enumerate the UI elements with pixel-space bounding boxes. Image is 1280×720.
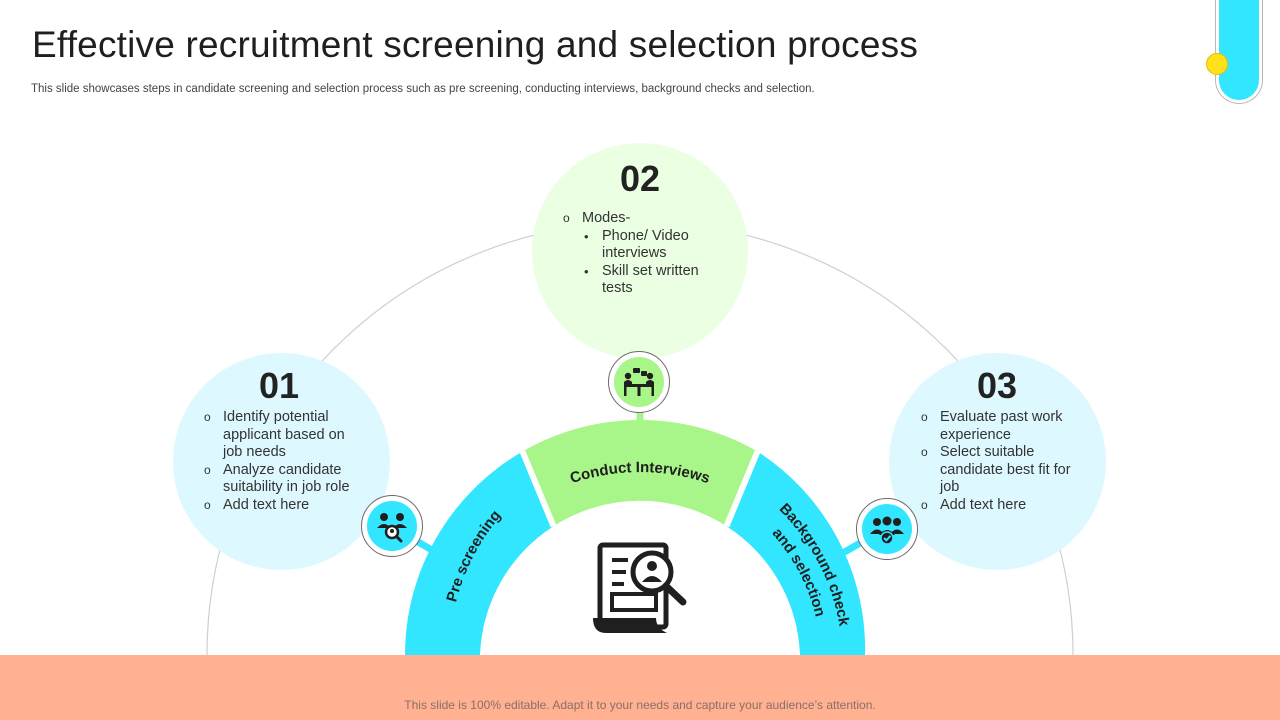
list-item: Add text here	[921, 497, 1081, 515]
list-item: Modes- Phone/ Video interviews Skill set…	[563, 210, 723, 298]
step-01-bullets: Identify potential applicant based on jo…	[204, 409, 364, 514]
arc-segment-background-check[interactable]	[726, 451, 866, 656]
list-item: Phone/ Video interviews	[582, 228, 723, 263]
arc-segment-conduct-interviews[interactable]	[522, 420, 758, 527]
decorative-dot-icon	[1206, 53, 1228, 75]
list-item: Analyze candidate suitability in job rol…	[204, 462, 364, 497]
page-title: Effective recruitment screening and sele…	[32, 24, 919, 65]
arc-segment-pre-screening[interactable]	[405, 451, 554, 656]
step-01-number: 01	[258, 365, 300, 406]
page-subtitle: This slide showcases steps in candidate …	[31, 83, 815, 95]
list-item: Skill set written tests	[582, 263, 723, 298]
step-02-sub-bullets: Phone/ Video interviews Skill set writte…	[582, 228, 723, 298]
user-search-icon	[377, 513, 407, 543]
step-02-bullets: Modes- Phone/ Video interviews Skill set…	[563, 210, 723, 298]
step-01-icon-badge[interactable]	[361, 495, 423, 557]
team-check-icon	[870, 516, 904, 545]
step-02-icon-badge[interactable]	[608, 351, 670, 413]
footer-band: This slide is 100% editable. Adapt it to…	[0, 655, 1280, 720]
step-03-icon-badge[interactable]	[856, 498, 918, 560]
footer-text: This slide is 100% editable. Adapt it to…	[404, 698, 876, 712]
resume-search-icon	[593, 542, 687, 633]
interview-table-icon	[624, 368, 654, 396]
step-03-bullets: Evaluate past work experience Select sui…	[921, 409, 1081, 514]
decorative-tube-icon	[1215, 0, 1263, 104]
list-item: Select suitable candidate best fit for j…	[921, 444, 1081, 497]
list-item: Add text here	[204, 497, 364, 515]
list-item: Identify potential applicant based on jo…	[204, 409, 364, 462]
step-03-number: 03	[976, 365, 1018, 406]
list-item: Evaluate past work experience	[921, 409, 1081, 444]
step-02-number: 02	[619, 158, 661, 199]
